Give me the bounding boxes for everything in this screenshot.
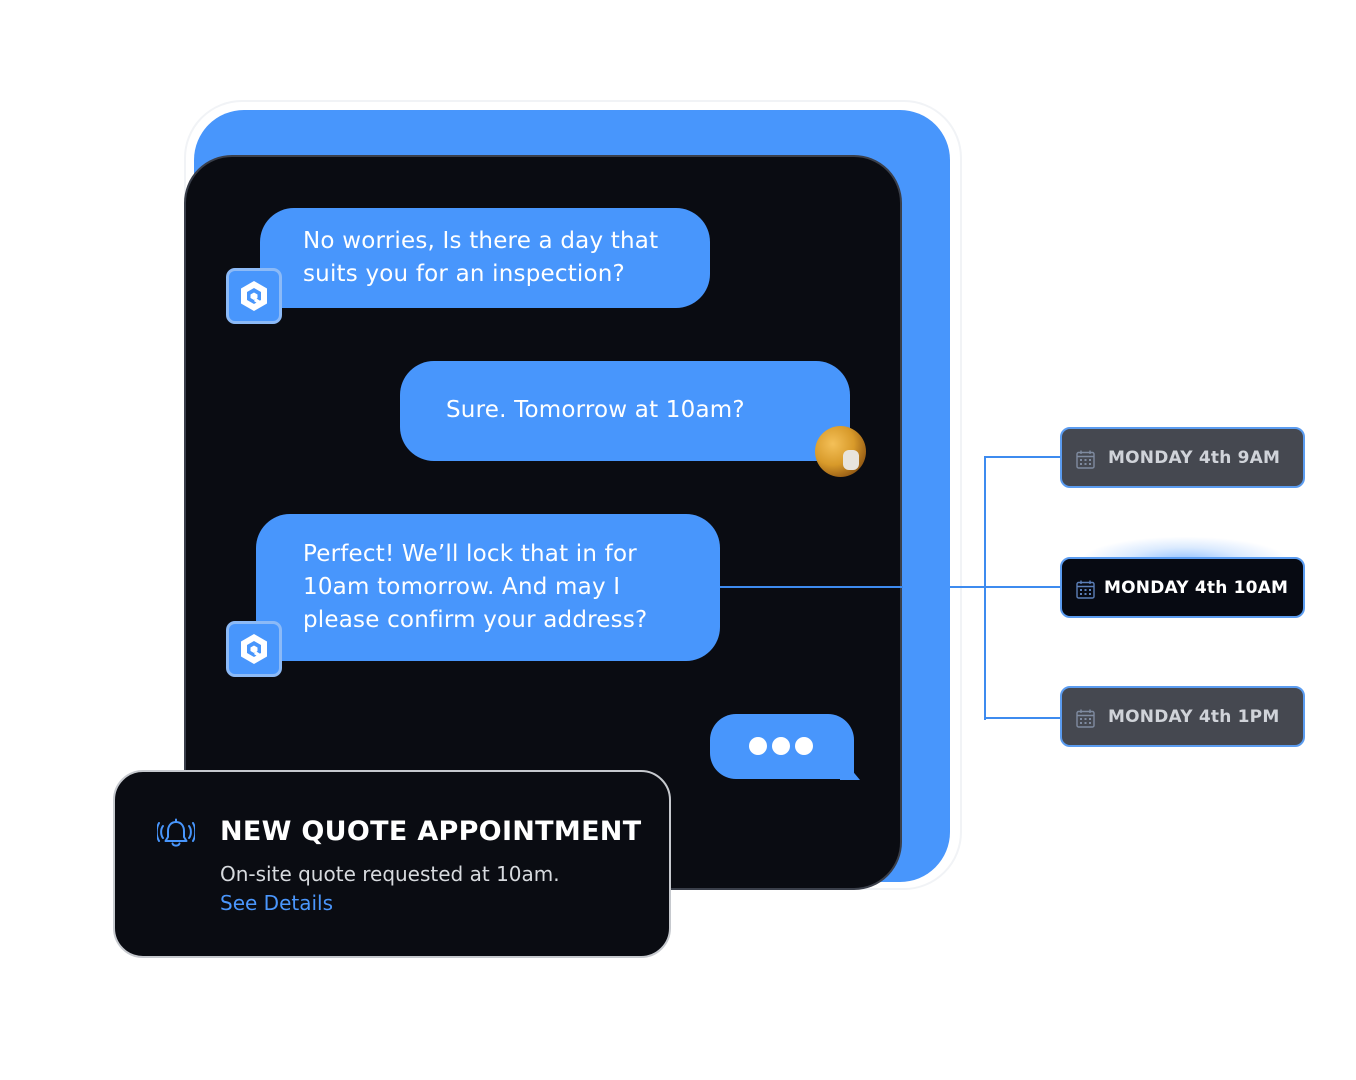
connector-line [950,586,1062,588]
bot-logo-icon [241,281,267,311]
time-slot-label: MONDAY 4th 10AM [1104,577,1289,598]
connector-branch [984,717,1062,719]
typing-dot [772,737,790,755]
message-line: 10am tomorrow. And may I [303,574,621,600]
connector-trunk [984,456,986,720]
notification-description: On-site quote requested at 10am. [220,862,560,886]
time-slot-10am[interactable]: MONDAY 4th 10AM [1060,557,1305,618]
message-line: No worries, Is there a day that [303,228,659,254]
connector-branch [984,456,1062,458]
connector-line [720,586,903,588]
time-slot-label: MONDAY 4th 1PM [1108,706,1280,727]
bot-avatar [226,621,282,677]
calendar-icon [1076,580,1095,599]
user-avatar [815,426,866,477]
chat-message-bot: Perfect! We’ll lock that in for 10am tom… [256,514,720,661]
bot-avatar [226,268,282,324]
message-line: Perfect! We’ll lock that in for [303,541,637,567]
chat-message-bot: No worries, Is there a day that suits yo… [260,208,710,308]
bell-ringing-icon [157,818,195,847]
calendar-icon [1076,450,1095,469]
bot-logo-icon [241,634,267,664]
time-slot-label: MONDAY 4th 9AM [1108,447,1281,468]
message-line: suits you for an inspection? [303,261,625,287]
message-line: Sure. Tomorrow at 10am? [446,397,745,423]
typing-dot [795,737,813,755]
typing-dot [749,737,767,755]
message-line: please confirm your address? [303,607,648,633]
time-slot-9am[interactable]: MONDAY 4th 9AM [1060,427,1305,488]
see-details-link[interactable]: See Details [220,891,333,915]
chat-message-user: Sure. Tomorrow at 10am? [400,361,850,461]
notification-title: NEW QUOTE APPOINTMENT [220,816,642,847]
calendar-icon [1076,709,1095,728]
typing-indicator [710,714,854,779]
notification-card[interactable]: NEW QUOTE APPOINTMENT On-site quote requ… [113,770,671,958]
time-slot-1pm[interactable]: MONDAY 4th 1PM [1060,686,1305,747]
